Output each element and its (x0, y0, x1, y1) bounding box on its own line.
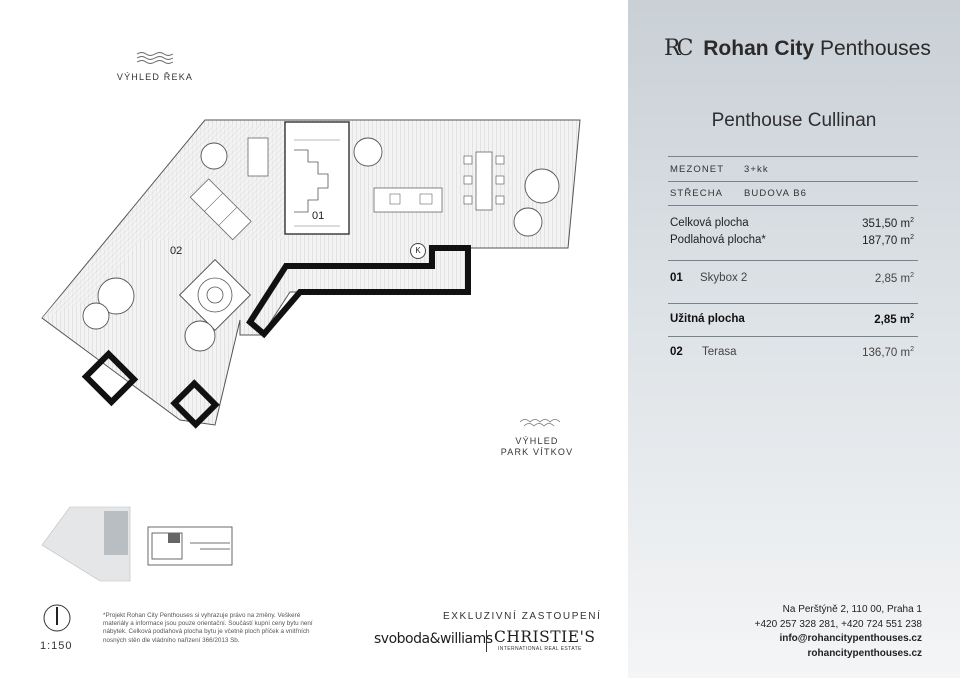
contact-web[interactable]: rohancitypenthouses.cz (807, 647, 922, 659)
floor-plan-sheet: VÝHLED ŘEKA (40, 52, 602, 652)
info-panel: RC Rohan City Penthouses Penthouse Culli… (628, 0, 960, 678)
apartment-title: Penthouse Cullinan (711, 110, 877, 131)
usable-area-row: Užitná plocha 2,85 m2 (668, 304, 918, 337)
room-01-label: 01 (312, 210, 325, 222)
terrace-number: 02 (670, 346, 683, 358)
brand-logo-icon: RC (664, 36, 693, 61)
usable-label: Užitná plocha (670, 313, 745, 325)
site-location-diagram (41, 506, 233, 582)
room-name: Skybox 2 (700, 272, 748, 284)
brand-name-rest: Penthouses (819, 37, 931, 60)
floor-area-label: Podlahová plocha* (670, 234, 766, 246)
room-area: 2,85 m2 (874, 272, 914, 285)
terrace-name: Terasa (702, 346, 737, 358)
contact-address: Na Perštýně 2, 110 00, Praha 1 (782, 604, 922, 615)
view-river-label: VÝHLED ŘEKA (116, 72, 194, 82)
brand-name-bold: Rohan City (703, 37, 815, 60)
totals-block: Celková plocha 351,50 m2 Podlahová ploch… (668, 206, 918, 261)
exclusive-label: EXKLUZIVNÍ ZASTOUPENÍ (443, 611, 602, 622)
k-marker: K (410, 243, 426, 259)
partner-svoboda-williams: svoboda&williams (374, 631, 493, 647)
terrace-area: 136,70 m2 (862, 346, 914, 359)
spec-key: MEZONET (670, 164, 725, 175)
usable-value: 2,85 m2 (874, 313, 914, 326)
floor-area-value: 187,70 m2 (862, 234, 914, 247)
partner-divider (486, 630, 487, 652)
total-value: 351,50 m2 (862, 217, 914, 230)
river-waves-icon (136, 52, 174, 64)
floor-plan-drawing (41, 119, 581, 429)
total-label: Celková plocha (670, 217, 749, 229)
footnote: *Projekt Rohan City Penthouses si vyhraz… (103, 612, 313, 644)
spec-row-strecha: STŘECHA BUDOVA B6 (668, 181, 918, 206)
view-park-label-2: PARK VÍTKOV (500, 447, 574, 457)
room-number: 01 (670, 272, 683, 284)
room-02-label: 02 (170, 245, 183, 257)
partner-christies: CHRISTIE'S (494, 628, 596, 646)
contact-block: Na Perštýně 2, 110 00, Praha 1 +420 257 … (755, 603, 922, 661)
spec-key: STŘECHA (670, 188, 724, 199)
contact-email[interactable]: info@rohancitypenthouses.cz (779, 633, 922, 644)
contact-phones[interactable]: +420 257 328 281, +420 724 551 238 (754, 618, 922, 630)
view-park-label-1: VÝHLED (515, 436, 559, 446)
spec-value: BUDOVA B6 (744, 188, 808, 199)
park-view-icon (519, 419, 560, 427)
north-arrow-icon (43, 604, 71, 632)
spec-row-mezonet: MEZONET 3+kk (668, 156, 918, 182)
brand-title: RC Rohan City Penthouses (664, 36, 931, 61)
partner-christies-sub: INTERNATIONAL REAL ESTATE (498, 646, 582, 652)
scale-label: 1:150 (40, 640, 73, 652)
spec-value: 3+kk (744, 164, 769, 175)
room-row-01: 01 Skybox 2 2,85 m2 (668, 261, 918, 304)
terrace-row: 02 Terasa 136,70 m2 (668, 337, 918, 367)
